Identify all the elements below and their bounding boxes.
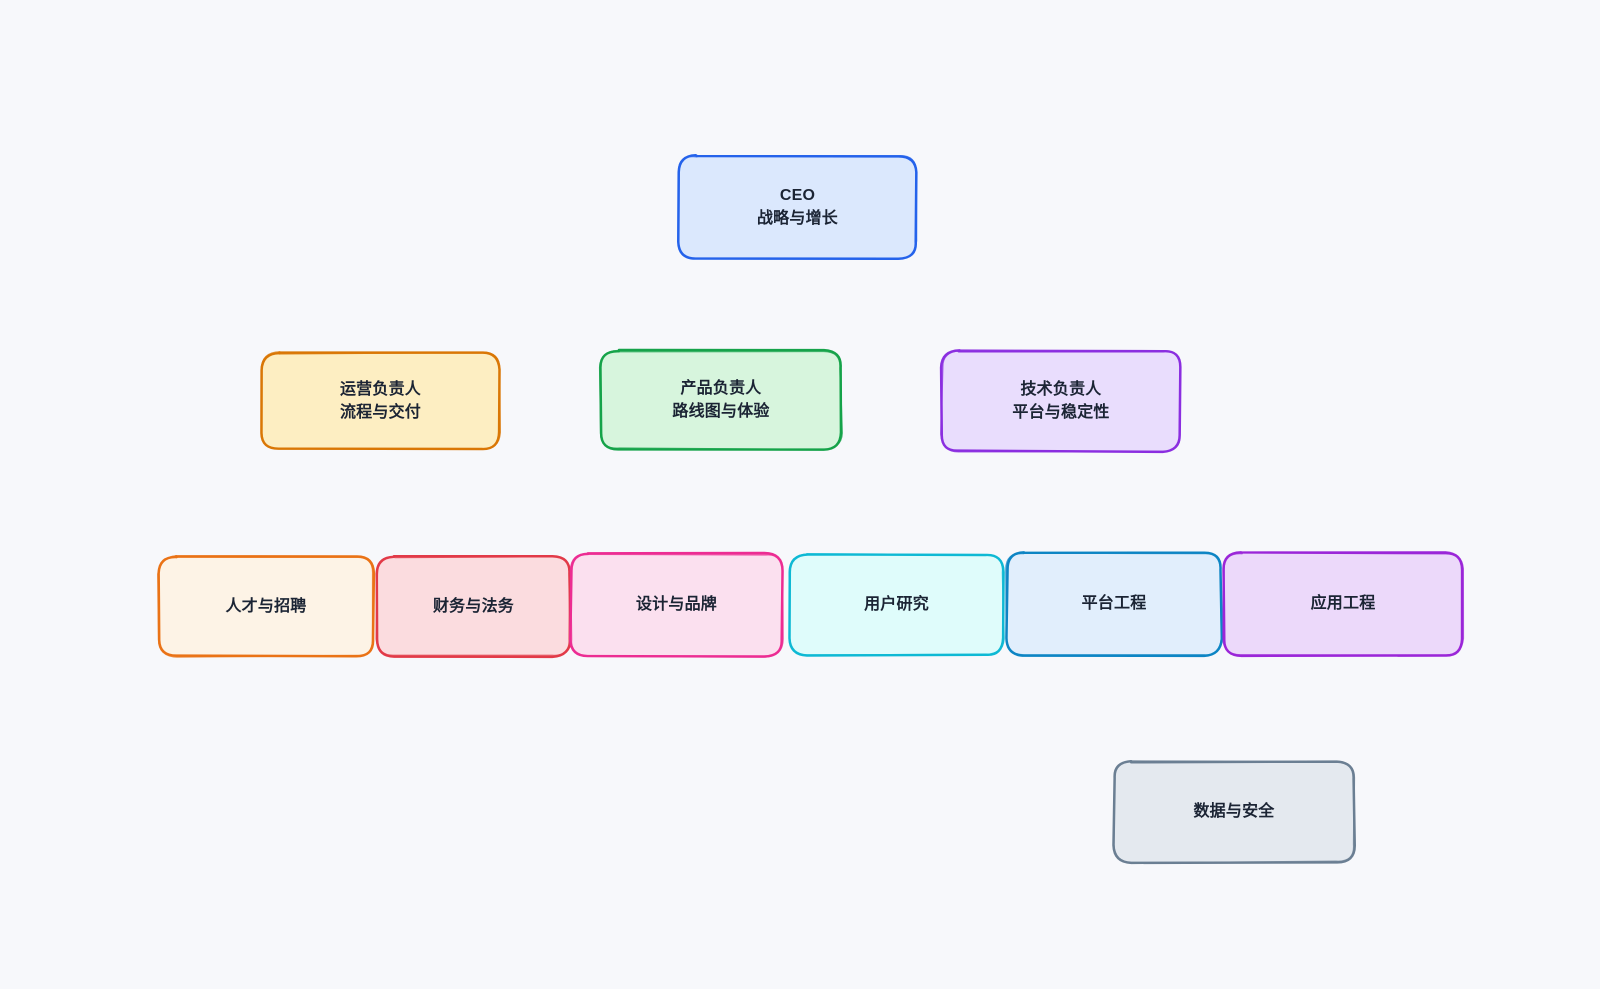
node-label-platform-engineering: 平台工程: [1068, 592, 1161, 615]
node-label-finance-legal: 财务与法务: [419, 595, 528, 618]
node-label-line: 运营负责人: [339, 380, 421, 398]
node-data-security[interactable]: 数据与安全: [1110, 758, 1358, 866]
node-label-line: 应用工程: [1310, 595, 1376, 613]
node-label-line: 路线图与体验: [672, 403, 770, 420]
node-label-line: 产品负责人: [680, 379, 762, 397]
node-finance-legal[interactable]: 财务与法务: [373, 553, 574, 660]
node-label-line: 平台工程: [1081, 595, 1147, 613]
node-talent-recruiting[interactable]: 人才与招聘: [155, 553, 377, 660]
node-label-user-research: 用户研究: [850, 593, 943, 616]
node-label-line: 用户研究: [864, 596, 929, 614]
node-user-research[interactable]: 用户研究: [786, 551, 1007, 659]
node-platform-engineering[interactable]: 平台工程: [1003, 549, 1225, 659]
node-label-line: CEO: [779, 186, 816, 204]
node-label-line: 设计与品牌: [635, 596, 717, 614]
node-label-line: 数据与安全: [1193, 803, 1275, 821]
node-label-line: 人才与招聘: [225, 597, 307, 615]
node-ceo[interactable]: CEO 战略与增长: [675, 152, 920, 262]
node-label-line: 流程与交付: [339, 404, 421, 421]
node-label-ops-lead: 运营负责人流程与交付: [326, 378, 435, 424]
node-label-tech-lead: 技术负责人平台与稳定性: [998, 378, 1123, 424]
node-design-brand[interactable]: 设计与品牌: [567, 550, 786, 660]
node-label-application-engineering: 应用工程: [1297, 592, 1390, 615]
node-label-talent-recruiting: 人才与招聘: [211, 595, 320, 618]
node-label-design-brand: 设计与品牌: [622, 593, 731, 616]
node-application-engineering[interactable]: 应用工程: [1220, 549, 1466, 659]
node-label-line: 平台与稳定性: [1012, 404, 1110, 421]
node-label-line: 财务与法务: [432, 597, 514, 615]
node-label-line: 技术负责人: [1020, 380, 1102, 398]
node-ops-lead[interactable]: 运营负责人流程与交付: [258, 349, 503, 453]
node-label-product-lead: 产品负责人路线图与体验: [658, 377, 783, 423]
node-product-lead[interactable]: 产品负责人路线图与体验: [597, 347, 845, 453]
node-label-data-security: 数据与安全: [1179, 800, 1288, 823]
node-label-line: 战略与增长: [756, 210, 838, 227]
node-label-ceo: CEO 战略与增长: [743, 184, 852, 230]
node-tech-lead[interactable]: 技术负责人平台与稳定性: [938, 347, 1184, 455]
